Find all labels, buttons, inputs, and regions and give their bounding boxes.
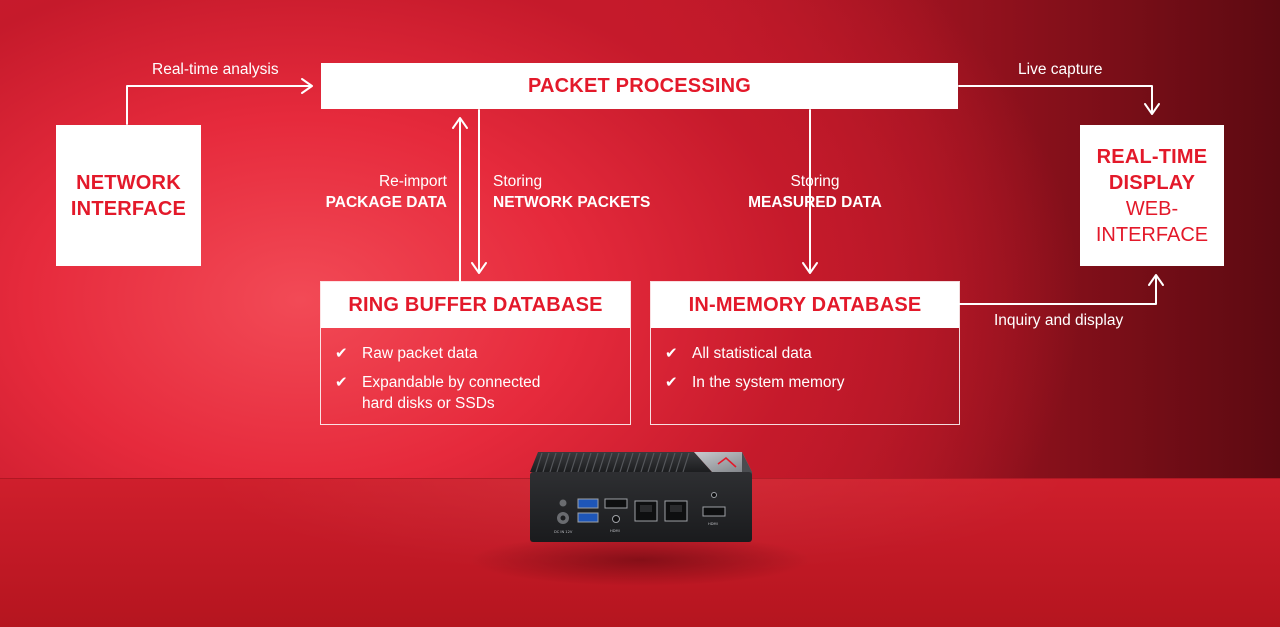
arrow-inquiry-display xyxy=(958,275,1157,305)
realtime-display-node: REAL-TIME DISPLAY WEB- INTERFACE xyxy=(1080,125,1224,266)
realtime-display-line3: WEB- xyxy=(1125,197,1179,220)
network-interface-line2: INTERFACE xyxy=(70,197,187,220)
check-icon: ✔ xyxy=(665,374,678,391)
in-memory-item-text: In the system memory xyxy=(692,374,845,391)
hdmi-port xyxy=(702,506,726,517)
network-interface-node: NETWORK INTERFACE xyxy=(56,125,201,266)
edge-label-storing-measured-line2: MEASURED DATA xyxy=(748,194,882,211)
packet-processing-node: PACKET PROCESSING xyxy=(321,63,958,109)
hdmi-label: HDMI xyxy=(708,522,718,526)
edge-label-storing-measured-line1: Storing xyxy=(790,173,840,190)
in-memory-header: IN-MEMORY DATABASE xyxy=(651,282,959,328)
device-cap xyxy=(694,452,752,472)
arrow-live-capture xyxy=(958,85,1153,114)
arrowhead-inquiry-display xyxy=(1148,274,1164,286)
edge-label-inquiry-display: Inquiry and display xyxy=(994,312,1124,329)
edge-label-storing-measured: Storing MEASURED DATA xyxy=(730,171,900,213)
edge-label-storing-packets-line1: Storing xyxy=(493,173,543,190)
in-memory-item-text: All statistical data xyxy=(692,345,812,362)
edge-label-storing-packets-line2: NETWORK PACKETS xyxy=(493,194,651,211)
edge-label-reimport: Re-import PACKAGE DATA xyxy=(300,171,447,213)
ring-buffer-item-text: hard disks or SSDs xyxy=(362,395,495,412)
usb-port xyxy=(577,512,599,523)
device-shadow xyxy=(470,534,810,586)
heatsink-fins xyxy=(535,452,690,473)
hdmi-port xyxy=(604,498,628,509)
arrowhead-storing-measured xyxy=(802,262,818,274)
in-memory-title: IN-MEMORY DATABASE xyxy=(688,293,922,316)
audio-jack xyxy=(612,515,620,523)
ring-buffer-panel: RING BUFFER DATABASE ✔ Raw packet data ✔… xyxy=(320,281,631,425)
check-icon: ✔ xyxy=(335,374,348,391)
network-interface-line1: NETWORK xyxy=(76,171,181,194)
usb-port xyxy=(577,498,599,509)
arrow-realtime-analysis xyxy=(126,85,312,125)
dc-in-label: DC IN 12V xyxy=(554,530,573,534)
check-icon: ✔ xyxy=(665,345,678,362)
arrowhead-reimport xyxy=(452,117,468,129)
reset-button xyxy=(711,492,717,498)
edge-label-reimport-line2: PACKAGE DATA xyxy=(325,194,447,211)
edge-label-realtime-analysis: Real-time analysis xyxy=(152,61,279,78)
ring-buffer-title: RING BUFFER DATABASE xyxy=(348,293,603,316)
power-button xyxy=(559,499,567,507)
realtime-display-line2: DISPLAY xyxy=(1108,171,1196,194)
ring-buffer-header: RING BUFFER DATABASE xyxy=(321,282,630,328)
device-logo xyxy=(717,456,737,468)
ring-buffer-item-text: Raw packet data xyxy=(362,345,478,362)
realtime-display-line4: INTERFACE xyxy=(1095,223,1209,246)
arrowhead-live-capture xyxy=(1144,103,1160,115)
in-memory-panel: IN-MEMORY DATABASE ✔ All statistical dat… xyxy=(650,281,960,425)
edge-label-live-capture: Live capture xyxy=(1018,61,1103,78)
edge-label-storing-packets: Storing NETWORK PACKETS xyxy=(493,171,650,213)
realtime-display-line1: REAL-TIME xyxy=(1096,145,1208,168)
arrowhead-realtime-analysis xyxy=(301,78,313,94)
edge-label-reimport-line1: Re-import xyxy=(378,173,447,190)
arrowhead-storing-packets xyxy=(471,262,487,274)
hdmi-label: HDMI xyxy=(610,529,620,533)
ring-buffer-item-text: Expandable by connected xyxy=(362,374,541,391)
check-icon: ✔ xyxy=(335,345,348,362)
packet-processing-label: PACKET PROCESSING xyxy=(527,74,752,97)
